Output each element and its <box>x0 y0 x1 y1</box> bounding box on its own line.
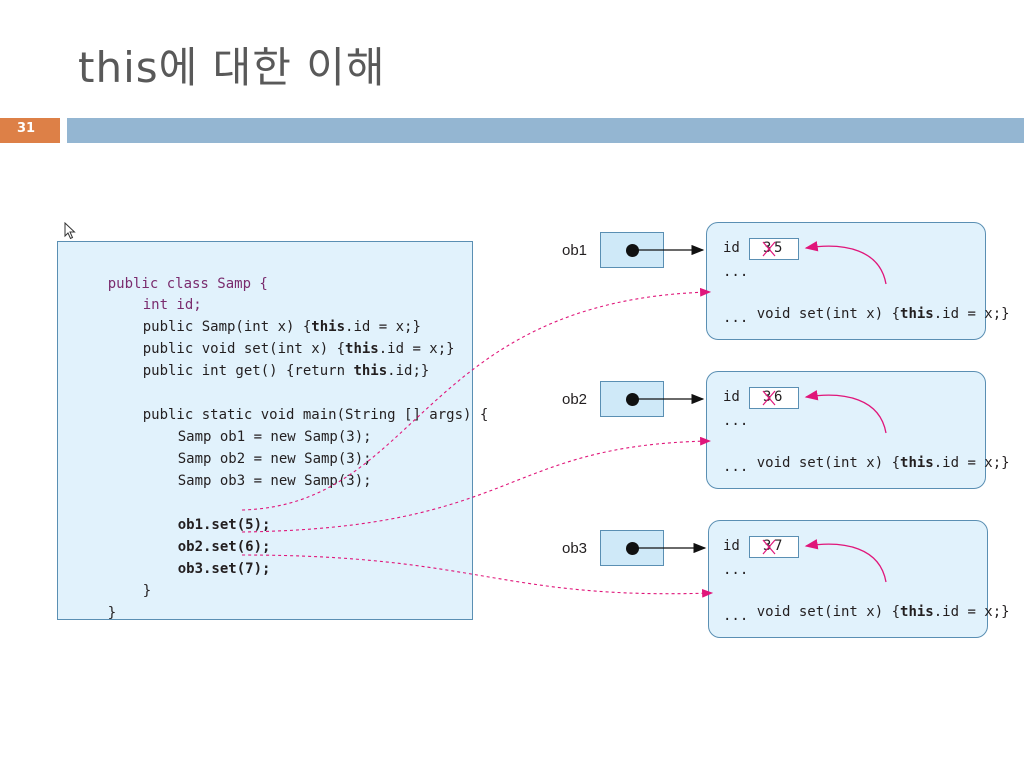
object-box-ob3: id 3 7 ... void set(int x) {this.id = x;… <box>708 520 1010 638</box>
ref-dot-ob2 <box>626 393 639 406</box>
object-id-label: id <box>723 240 740 256</box>
object-id-new-value: 6 <box>774 389 783 405</box>
object-id-label: id <box>723 389 740 405</box>
object-box-ob1: id 3 5 ... void set(int x) {this.id = x;… <box>706 222 1010 340</box>
object-box-ob2: id 3 6 ... void set(int x) {this.id = x;… <box>706 371 1010 489</box>
slide-number-badge <box>0 118 60 143</box>
object-id-old-value: 3 <box>763 240 772 256</box>
object-id-cell <box>749 238 799 260</box>
code-line-main-close: } <box>142 583 152 599</box>
object-ellipsis-top: ... <box>723 413 749 429</box>
ref-label-ob3: ob3 <box>562 540 588 557</box>
object-ellipsis-top: ... <box>723 562 749 578</box>
object-ellipsis-top: ... <box>723 264 749 280</box>
code-line-ob2-set: ob2.set(6); <box>177 539 271 555</box>
ref-dot-ob1 <box>626 244 639 257</box>
object-id-new-value: 7 <box>774 538 783 554</box>
code-panel: public class Samp { int id; public Samp(… <box>57 241 488 621</box>
slide-number: 31 <box>16 121 36 136</box>
code-line-class-close: } <box>107 605 117 621</box>
strike-x-icon <box>762 390 776 406</box>
code-line-class: public class Samp { <box>107 276 268 292</box>
object-set-method: void set(int x) {this.id = x;} <box>756 455 1010 471</box>
object-ellipsis-bottom: ... <box>723 459 749 475</box>
mouse-cursor-icon <box>64 222 76 240</box>
object-id-new-value: 5 <box>774 240 783 256</box>
header-bar <box>67 118 1024 143</box>
ref-label-ob1: ob1 <box>562 242 588 259</box>
ref-label-ob2: ob2 <box>562 391 588 408</box>
ref-dot-ob3 <box>626 542 639 555</box>
object-id-old-value: 3 <box>763 538 772 554</box>
object-ellipsis-bottom: ... <box>723 310 749 326</box>
object-id-label: id <box>723 538 740 554</box>
code-line-field: int id; <box>142 297 202 313</box>
code-line-ob3-set: ob3.set(7); <box>177 561 271 577</box>
object-set-method: void set(int x) {this.id = x;} <box>756 306 1010 322</box>
object-ellipsis-bottom: ... <box>723 608 749 624</box>
strike-x-icon <box>762 539 776 555</box>
object-id-cell <box>749 536 799 558</box>
object-id-old-value: 3 <box>763 389 772 405</box>
object-set-method: void set(int x) {this.id = x;} <box>756 604 1010 620</box>
slide-title: this에 대한 이해 <box>78 43 386 92</box>
strike-x-icon <box>762 241 776 257</box>
object-id-cell <box>749 387 799 409</box>
